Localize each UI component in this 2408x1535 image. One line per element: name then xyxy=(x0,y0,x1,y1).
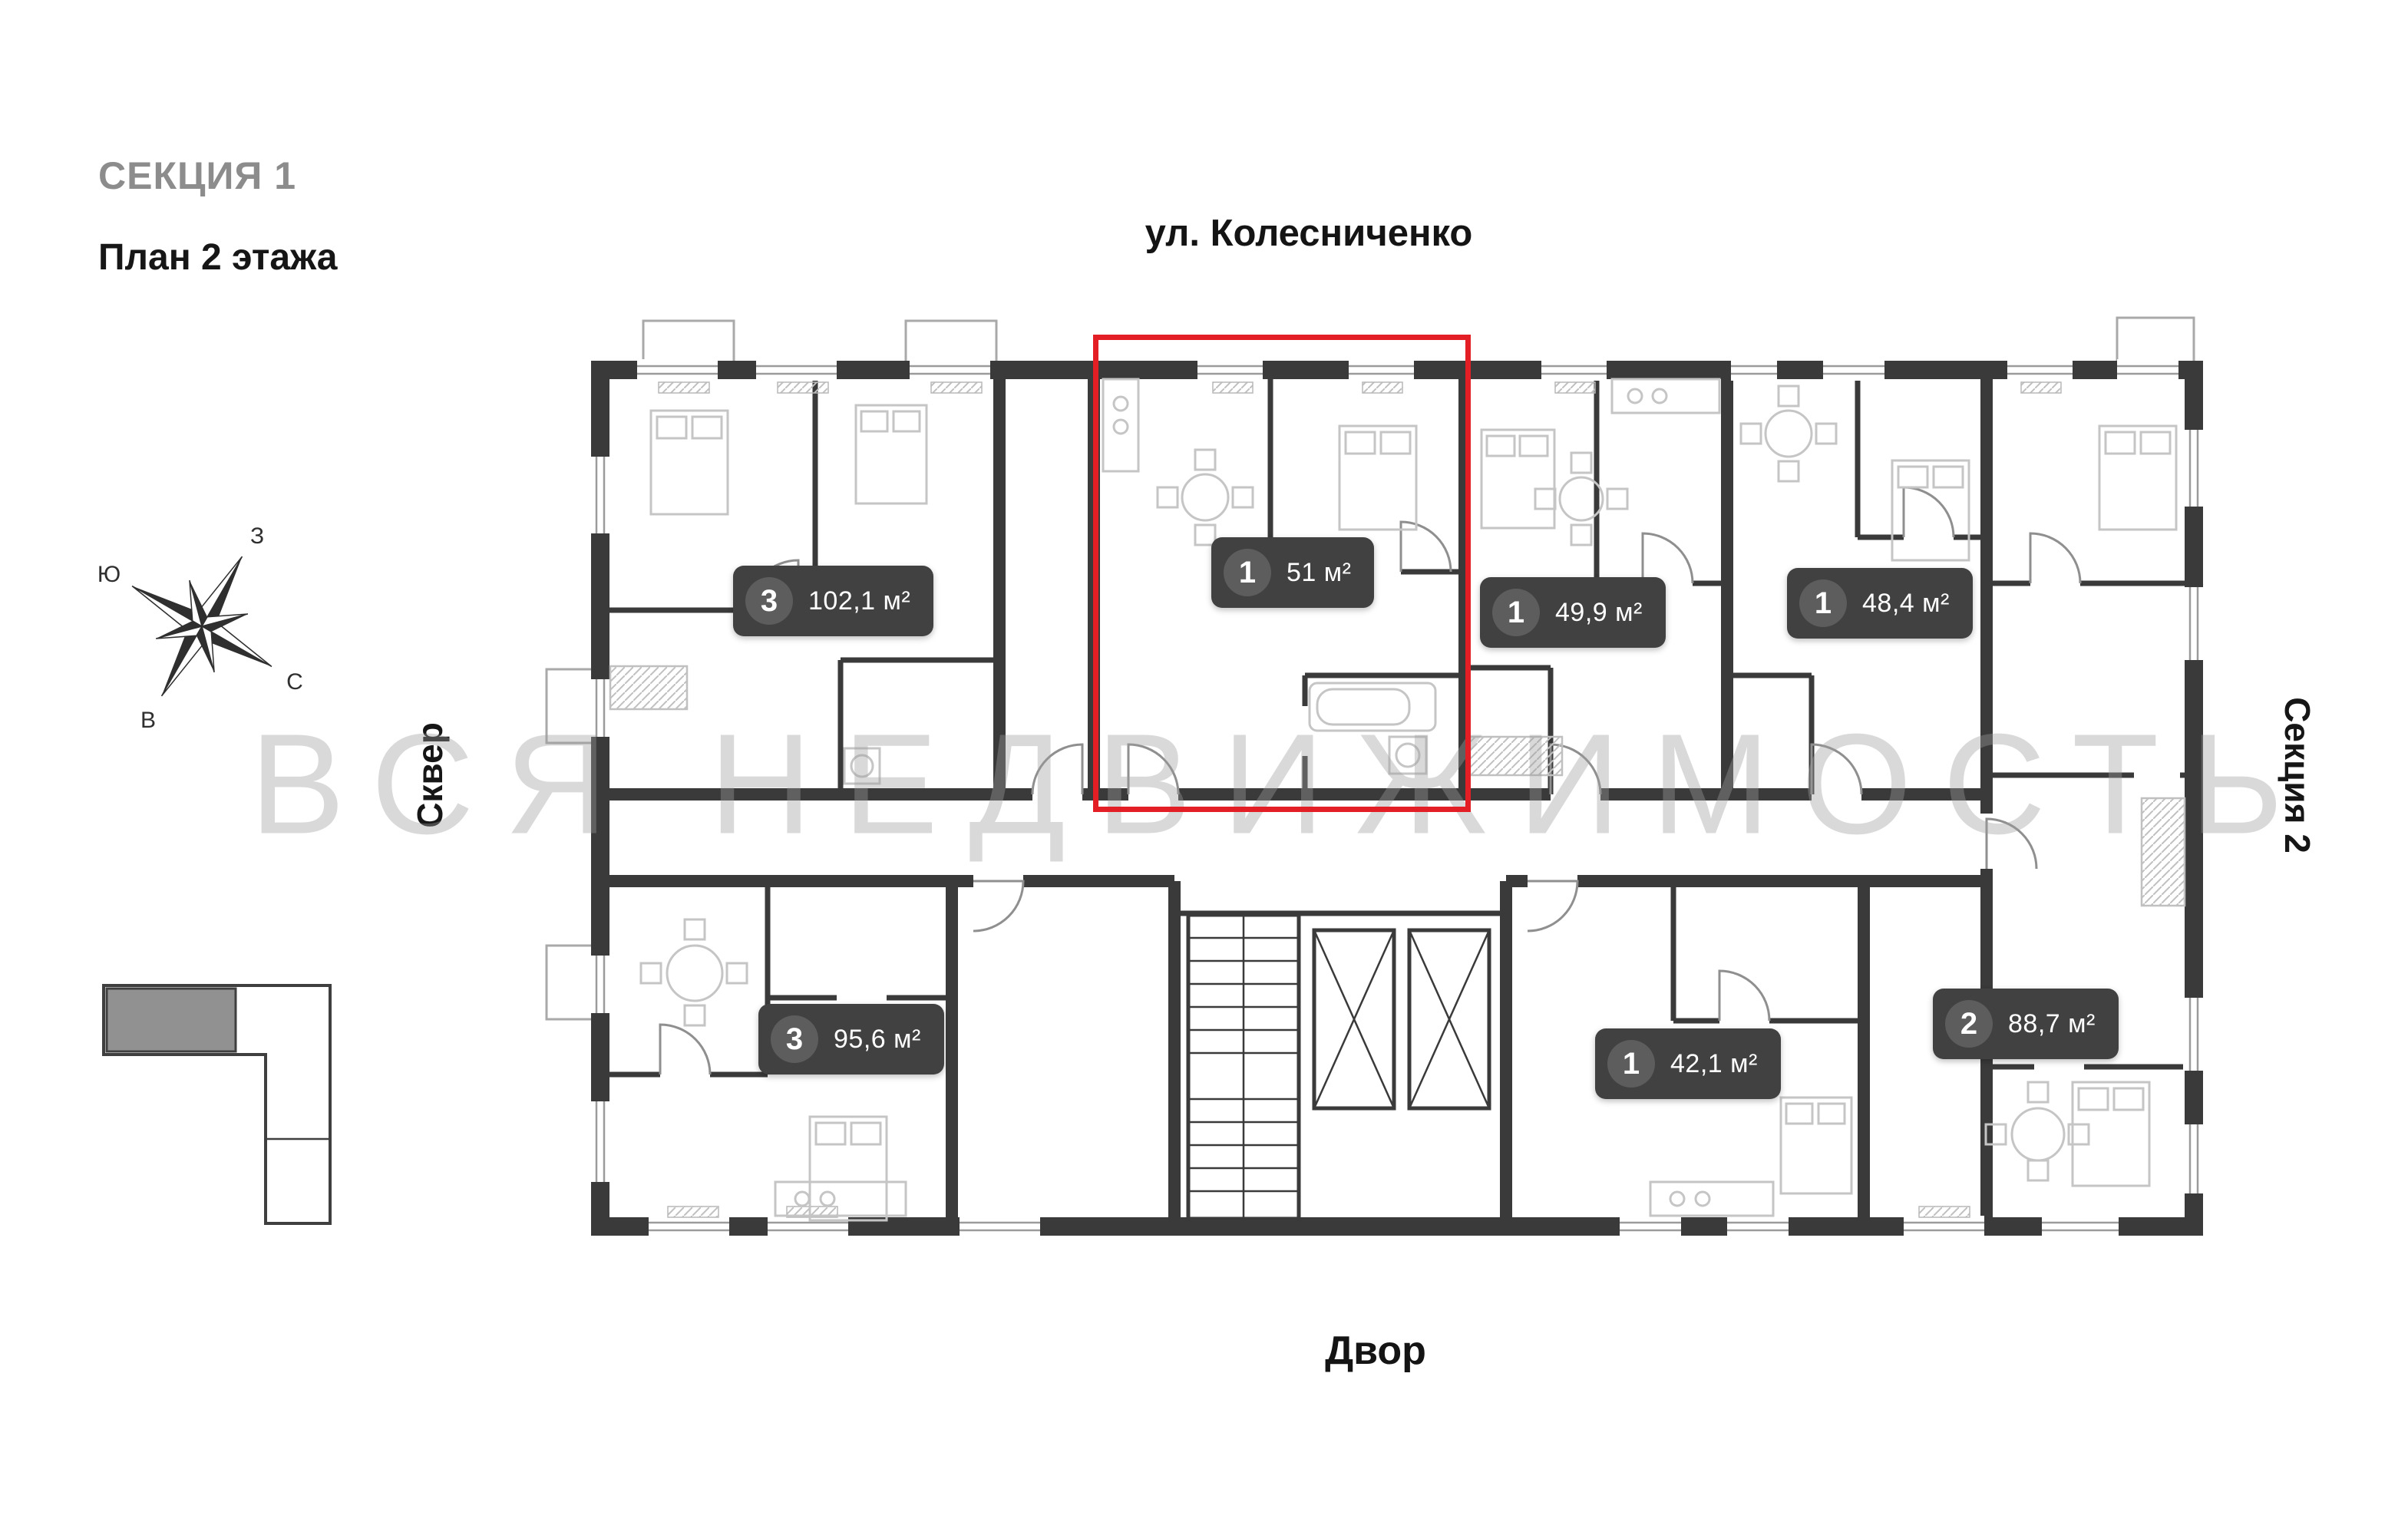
apartment-area: 88,7 м² xyxy=(2008,1008,2096,1038)
kitchen-counter xyxy=(1649,1180,1775,1217)
compass-west: З xyxy=(250,523,264,549)
furniture xyxy=(609,378,2186,1222)
bed xyxy=(2098,424,2178,531)
wardrobe xyxy=(1468,735,1564,777)
interior-walls xyxy=(600,370,1993,1226)
balconies xyxy=(545,316,2195,1021)
yard-label: Двор xyxy=(1325,1329,1426,1373)
bed xyxy=(1338,424,1418,531)
rooms-count: 3 xyxy=(745,577,793,625)
rooms-count: 1 xyxy=(1492,589,1540,636)
bed xyxy=(1779,1096,1853,1195)
dining-table xyxy=(1739,385,1838,483)
apartment-area: 42,1 м² xyxy=(1670,1048,1758,1078)
apartment-area: 49,9 м² xyxy=(1555,597,1643,627)
floor-plan-title: План 2 этажа xyxy=(98,237,338,278)
rooms-count: 2 xyxy=(1945,1000,1993,1048)
bed xyxy=(1891,459,1970,562)
dining-table xyxy=(1534,451,1629,546)
apartment-badge[interactable]: 1 42,1 м² xyxy=(1595,1028,1781,1099)
washing-machine xyxy=(1388,735,1428,775)
bed xyxy=(1480,428,1556,530)
staircase xyxy=(1186,913,1301,1221)
kitchen-counter xyxy=(774,1180,907,1217)
washing-machine xyxy=(843,747,881,785)
dining-table xyxy=(1984,1081,2090,1182)
apartment-area: 95,6 м² xyxy=(834,1024,921,1054)
rooms-count: 1 xyxy=(1607,1040,1655,1088)
apartment-badge[interactable]: 3 95,6 м² xyxy=(758,1004,944,1074)
windows xyxy=(590,359,2205,1237)
apartment-area: 51 м² xyxy=(1287,557,1352,587)
bed xyxy=(649,409,729,516)
apartment-badge[interactable]: 3 102,1 м² xyxy=(733,566,934,636)
kitchen-counter xyxy=(1610,378,1721,414)
building-position-minimap xyxy=(102,984,332,1225)
apartment-badge[interactable]: 1 49,9 м² xyxy=(1480,577,1666,648)
compass-rose: Ю З С В xyxy=(97,523,303,733)
bathtub xyxy=(1308,682,1437,732)
apartment-badge[interactable]: 1 48,4 м² xyxy=(1787,568,1973,639)
compass-south: Ю xyxy=(97,562,121,587)
elevator-icon xyxy=(1312,928,1491,1111)
compass-east: В xyxy=(140,708,156,733)
apartment-area: 48,4 м² xyxy=(1862,588,1950,618)
rooms-count: 1 xyxy=(1224,549,1271,596)
dining-table xyxy=(1156,448,1254,546)
current-section-marker xyxy=(105,987,237,1053)
rooms-count: 3 xyxy=(771,1015,818,1063)
kitchen-counter xyxy=(1102,378,1140,473)
bed xyxy=(808,1115,888,1222)
wardrobe xyxy=(609,665,689,711)
apartment-badge[interactable]: 1 51 м² xyxy=(1211,537,1375,608)
street-label: ул. Колесниченко xyxy=(1145,213,1473,254)
section-title: СЕКЦИЯ 1 xyxy=(98,154,297,197)
radiators xyxy=(658,381,2062,1218)
watermark: ВСЯ НЕДВИЖИМОСТЬ xyxy=(249,705,2314,864)
selected-apartment-outline xyxy=(1093,335,1471,812)
bed xyxy=(854,404,928,505)
compass-north: С xyxy=(286,669,303,695)
dining-table xyxy=(639,918,748,1027)
wardrobe xyxy=(2140,797,2186,907)
bed xyxy=(2071,1081,2151,1187)
apartment-badge[interactable]: 2 88,7 м² xyxy=(1933,989,2119,1059)
rooms-count: 1 xyxy=(1799,579,1847,627)
apartment-area: 102,1 м² xyxy=(808,586,911,616)
